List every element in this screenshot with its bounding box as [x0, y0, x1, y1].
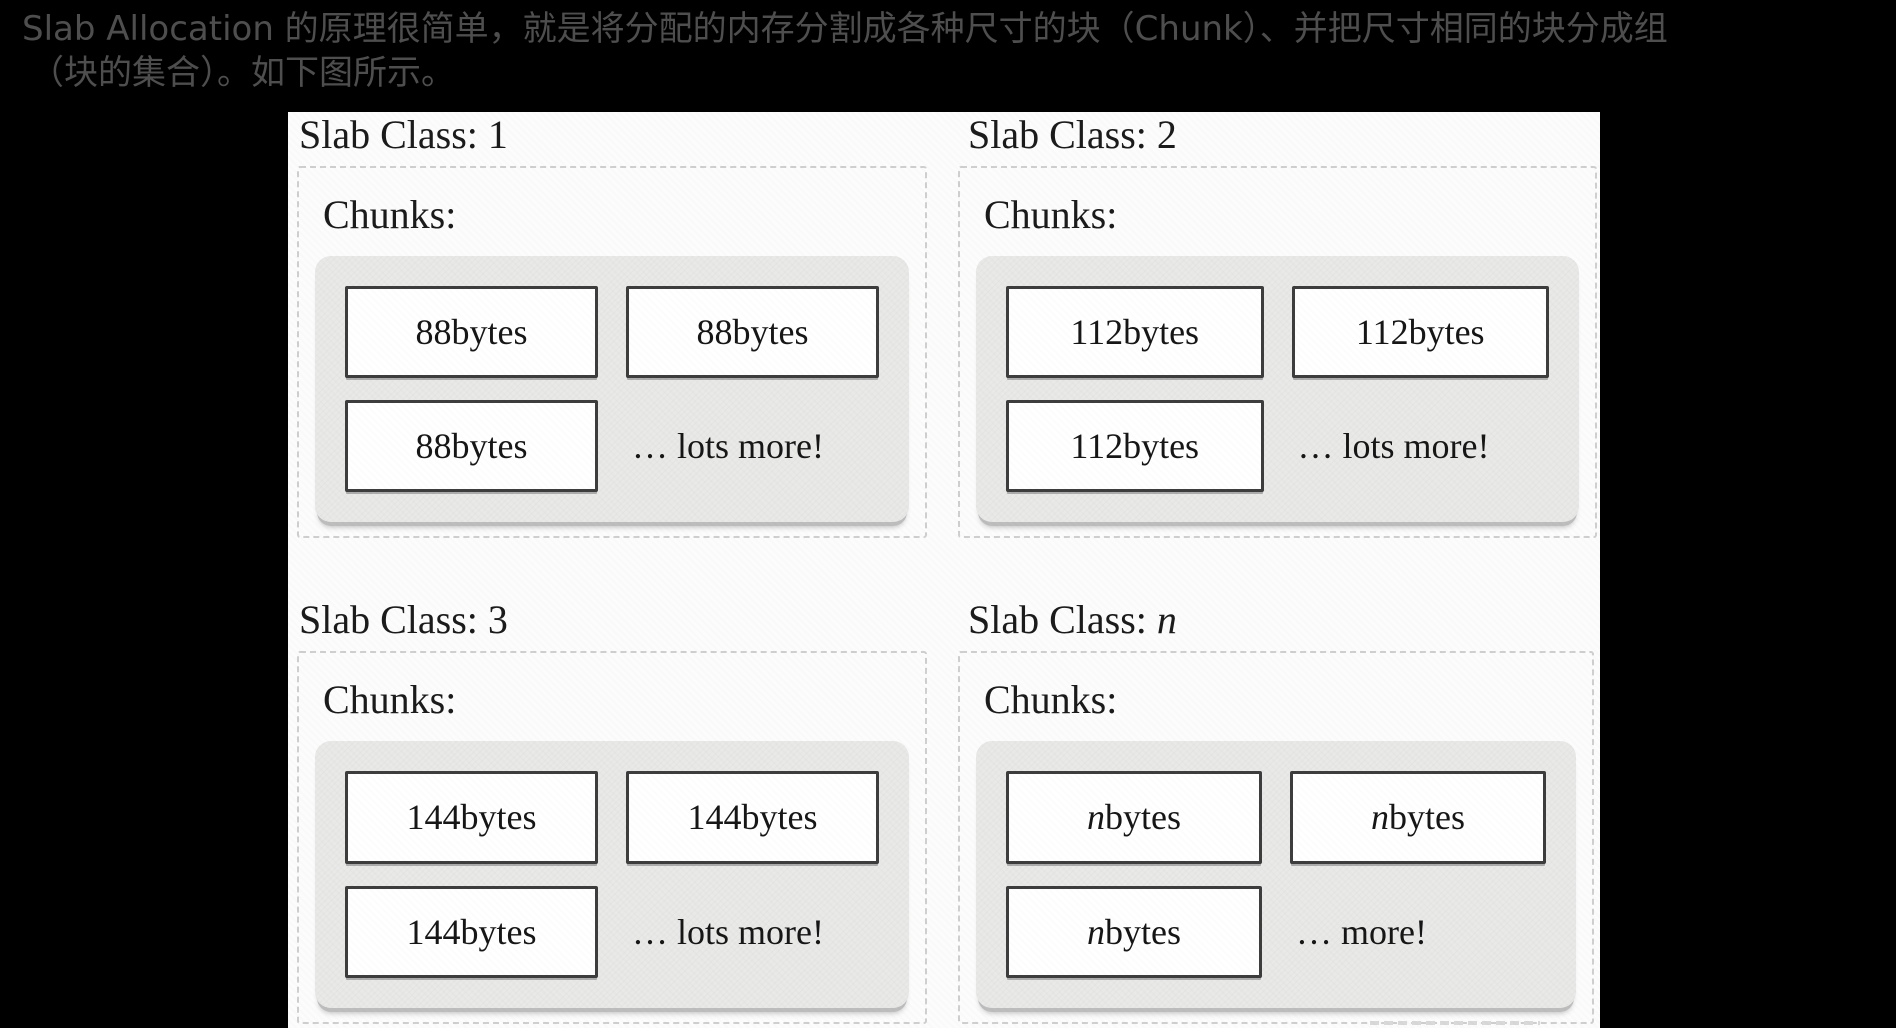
chunk-box: 88 bytes	[626, 286, 879, 378]
chunk-size-value: 144	[406, 797, 461, 838]
more-chunks-text: … lots more!	[1297, 426, 1490, 466]
slab-class-title-prefix: Slab Class:	[299, 112, 488, 157]
chunk-size-value: 88	[415, 312, 452, 352]
scan-artifact	[1370, 1021, 1540, 1025]
chunk-box: 88 bytes	[345, 400, 598, 492]
chunk-tray: 144 bytes 144 bytes 144 bytes … lots mor…	[315, 741, 909, 1008]
slab-class-title-value: 2	[1156, 112, 1177, 157]
chunk-tray: 112 bytes 112 bytes 112 bytes … lots mor…	[976, 256, 1579, 522]
chunks-panel: Chunks: 112 bytes 112 bytes 112 bytes … …	[958, 166, 1597, 538]
slab-class-title-value: 1	[487, 112, 508, 157]
chunks-panel: Chunks: n bytes n bytes n bytes … more!	[958, 651, 1594, 1024]
chunk-tray: n bytes n bytes n bytes … more!	[976, 741, 1576, 1008]
chunk-size-value: n	[1087, 797, 1105, 838]
more-chunks-text: … lots more!	[632, 911, 824, 952]
chunk-size-unit: bytes	[1105, 911, 1181, 952]
chunk-size-unit: bytes	[1123, 426, 1200, 466]
intro-line-2: （块的集合）。如下图所示。	[30, 53, 455, 93]
more-chunks-text: … more!	[1296, 911, 1427, 952]
slab-class-title: Slab Class: 3	[299, 597, 508, 643]
chunk-box: n bytes	[1006, 771, 1262, 864]
chunks-label: Chunks:	[984, 677, 1118, 722]
slab-class-title: Slab Class: 2	[968, 112, 1177, 158]
chunk-size-value: 88	[696, 312, 733, 352]
intro-line-1: Slab Allocation 的原理很简单，就是将分配的内存分割成各种尺寸的块…	[22, 9, 1668, 49]
chunk-box: 144 bytes	[345, 771, 598, 864]
chunk-box: n bytes	[1290, 771, 1546, 864]
chunk-box: 144 bytes	[626, 771, 879, 864]
chunk-size-value: 112	[1070, 426, 1124, 466]
chunk-size-unit: bytes	[1123, 312, 1200, 352]
chunk-size-value: 112	[1355, 312, 1409, 352]
slab-class-title-prefix: Slab Class:	[299, 597, 488, 642]
chunk-size-unit: bytes	[460, 797, 537, 838]
chunk-size-value: 88	[415, 426, 452, 466]
chunk-size-unit: bytes	[1408, 312, 1485, 352]
chunk-size-unit: bytes	[1389, 797, 1465, 838]
slab-class-title-value: 3	[487, 597, 508, 642]
slab-class-quadrant-1: Slab Class: 1 Chunks: 88 bytes 88 bytes …	[297, 112, 927, 538]
chunk-size-value: 144	[687, 797, 742, 838]
chunk-box: 112 bytes	[1291, 286, 1549, 378]
chunk-size-value: n	[1371, 797, 1389, 838]
chunk-tray: 88 bytes 88 bytes 88 bytes … lots more!	[315, 256, 909, 522]
chunk-box: 112 bytes	[1006, 286, 1264, 378]
slab-class-title-prefix: Slab Class:	[968, 597, 1157, 642]
chunk-box: 144 bytes	[345, 885, 598, 978]
chunk-size-unit: bytes	[460, 911, 537, 952]
slab-class-title: Slab Class: n	[968, 597, 1177, 643]
slab-class-title-prefix: Slab Class:	[968, 112, 1157, 157]
chunk-size-unit: bytes	[732, 312, 809, 352]
chunks-label: Chunks:	[323, 192, 457, 237]
more-chunks-text: … lots more!	[632, 426, 824, 466]
slab-class-title-value: n	[1156, 597, 1177, 642]
slab-class-title: Slab Class: 1	[299, 112, 508, 158]
slab-class-quadrant-n: Slab Class: n Chunks: n bytes n bytes n …	[958, 597, 1594, 1024]
chunk-box: 88 bytes	[345, 286, 598, 378]
chunks-label: Chunks:	[323, 677, 457, 722]
chunk-size-unit: bytes	[451, 426, 528, 466]
chunks-panel: Chunks: 88 bytes 88 bytes 88 bytes … lot…	[297, 166, 927, 538]
chunk-size-unit: bytes	[1105, 797, 1181, 838]
chunk-size-unit: bytes	[741, 797, 818, 838]
chunk-size-value: 112	[1070, 312, 1124, 352]
chunk-size-value: n	[1087, 911, 1105, 952]
chunk-box: n bytes	[1006, 885, 1262, 978]
slab-allocation-figure: Slab Class: 1 Chunks: 88 bytes 88 bytes …	[288, 112, 1600, 1028]
chunks-label: Chunks:	[984, 192, 1118, 237]
chunk-size-value: 144	[406, 911, 461, 952]
slab-class-quadrant-3: Slab Class: 3 Chunks: 144 bytes 144 byte…	[297, 597, 927, 1024]
chunk-box: 112 bytes	[1006, 400, 1264, 492]
slab-class-quadrant-2: Slab Class: 2 Chunks: 112 bytes 112 byte…	[958, 112, 1597, 538]
chunk-size-unit: bytes	[451, 312, 528, 352]
chunks-panel: Chunks: 144 bytes 144 bytes 144 bytes … …	[297, 651, 927, 1024]
